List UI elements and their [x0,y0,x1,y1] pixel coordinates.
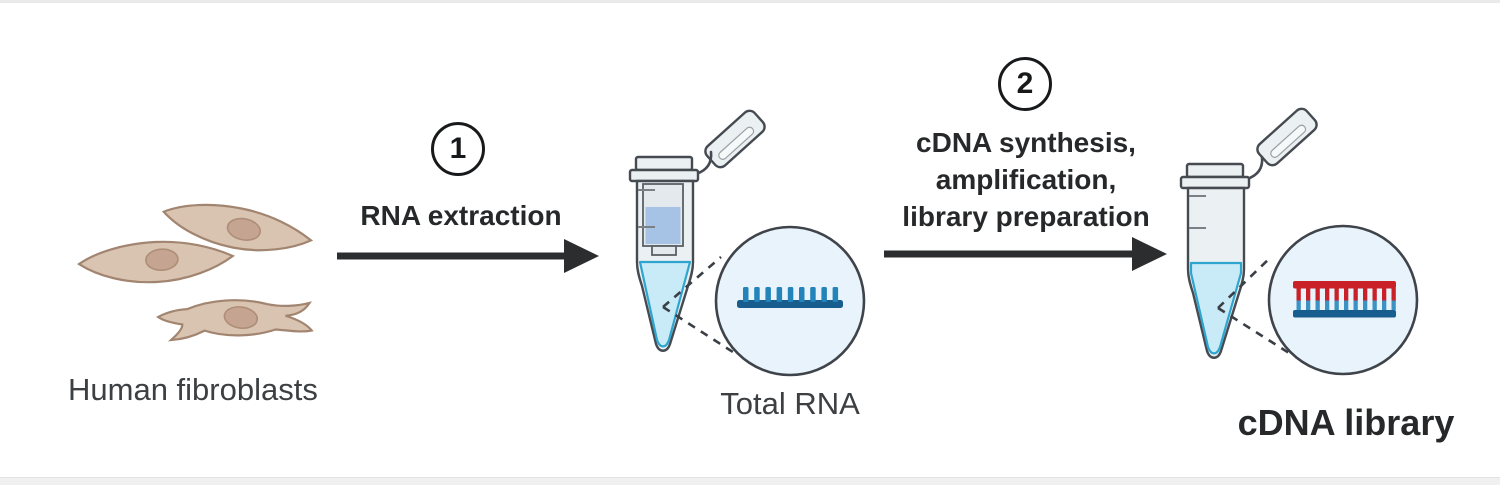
fibroblast-cell-icon [155,299,314,342]
intermediate-label: Total RNA [720,386,860,421]
step2-label-line1: cDNA synthesis, [916,127,1136,158]
product-label: cDNA library [1237,402,1455,443]
microcentrifuge-tube-with-spin-column-icon [628,109,766,352]
source-label: Human fibroblasts [68,372,318,407]
step1-arrow-icon [337,239,599,273]
step2-arrow-icon [884,237,1167,271]
cdna-library-magnifier [1267,224,1419,376]
magnifier-callout-lines [662,256,737,356]
microcentrifuge-tube-with-liquid-icon [1179,107,1318,359]
step2-number: 2 [1016,67,1034,100]
top-edge-strip [0,0,1500,3]
magnifier-callout-lines [1217,255,1290,355]
step2-label-line2: amplification, [935,164,1117,195]
double-stranded-cdna-icon [1293,281,1396,318]
step2-label: cDNA synthesis, amplification, library p… [902,124,1149,235]
fibroblast-cells-icon [77,203,314,342]
step1-number: 1 [449,132,467,165]
single-stranded-rna-icon [737,287,843,308]
step2-label-line3: library preparation [902,201,1150,232]
tube-lid-icon [1256,107,1318,167]
step2-number-badge: 2 [998,57,1052,111]
tube-lid-icon [704,109,766,169]
fibroblast-cell-icon [77,240,235,284]
step1-label: RNA extraction [360,200,562,231]
total-rna-magnifier [714,225,866,377]
fibroblast-cell-icon [161,203,314,252]
step1-number-badge: 1 [431,122,485,176]
bottom-edge-strip [0,477,1500,485]
